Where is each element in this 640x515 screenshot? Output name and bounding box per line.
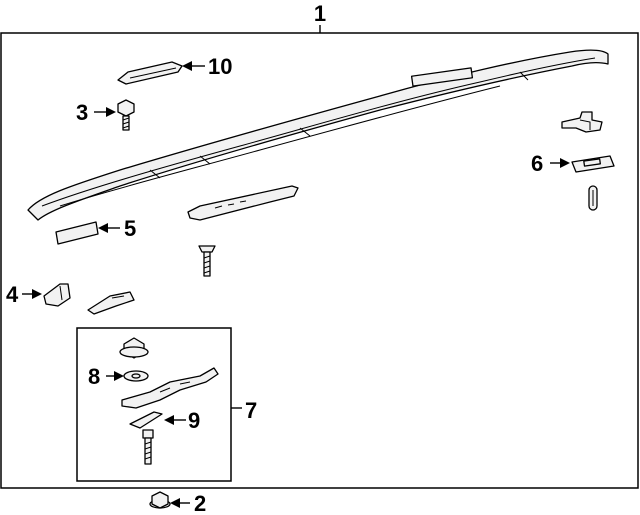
diagram-frame bbox=[0, 32, 639, 489]
washer bbox=[123, 370, 149, 382]
bracket-pad bbox=[129, 411, 163, 429]
rear-clip bbox=[571, 155, 615, 173]
callout-8: 8 bbox=[88, 364, 100, 389]
stud bbox=[142, 429, 154, 465]
callout-2: 2 bbox=[194, 491, 206, 515]
screw bbox=[198, 245, 216, 277]
rail-end-cover bbox=[117, 61, 183, 85]
arrow-10 bbox=[182, 61, 192, 71]
callout-4: 4 bbox=[6, 282, 19, 307]
front-end-cap bbox=[43, 283, 71, 307]
arrow-3 bbox=[106, 107, 116, 117]
callout-9: 9 bbox=[188, 408, 200, 433]
roof-rail bbox=[27, 49, 609, 221]
callout-6: 6 bbox=[531, 151, 543, 176]
rear-bracket bbox=[561, 111, 603, 133]
mount-bracket bbox=[121, 367, 219, 409]
arrow-5 bbox=[98, 223, 108, 233]
bolt bbox=[117, 99, 135, 131]
callout-7: 7 bbox=[245, 398, 257, 423]
arrow-4 bbox=[32, 289, 42, 299]
subassembly-box bbox=[76, 327, 232, 482]
arrow-6 bbox=[560, 158, 570, 168]
callout-1: 1 bbox=[314, 1, 326, 26]
arrow-2 bbox=[170, 498, 180, 508]
callout-3: 3 bbox=[76, 100, 88, 125]
flange-nut bbox=[119, 337, 149, 359]
callout-5: 5 bbox=[124, 216, 136, 241]
center-support bbox=[187, 185, 299, 221]
cap-nut bbox=[149, 491, 171, 509]
front-cover bbox=[87, 291, 135, 315]
arrow-8 bbox=[114, 371, 124, 381]
trim-pad bbox=[55, 221, 99, 245]
callout-10: 10 bbox=[208, 54, 232, 79]
pin bbox=[588, 185, 598, 211]
arrow-9 bbox=[164, 415, 174, 425]
